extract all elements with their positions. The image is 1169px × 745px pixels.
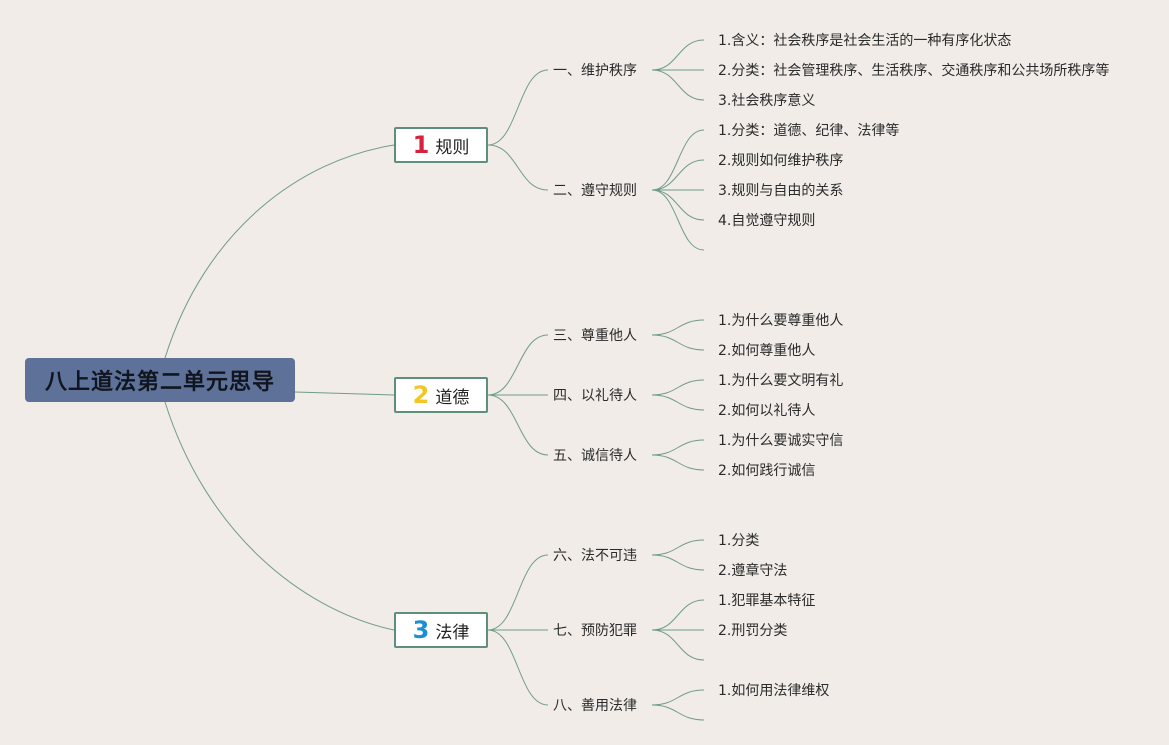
connector-root-rules [164, 144, 395, 359]
connector-leaf-6-2 [651, 629, 705, 661]
leaf-courtesy-why[interactable]: 1.为什么要文明有礼 [718, 373, 844, 389]
leaf-respect-why[interactable]: 1.为什么要尊重他人 [718, 313, 844, 329]
leaf-penalty-types[interactable]: 2.刑罚分类 [718, 623, 788, 639]
connector-law-inviolable [487, 554, 549, 631]
leaf-respect-how[interactable]: 2.如何尊重他人 [718, 343, 816, 359]
sub-topic-respect-others[interactable]: 三、尊重他人 [553, 328, 637, 344]
connector-leaf-1-3 [651, 189, 705, 221]
connector-leaf-3-1 [651, 394, 705, 411]
branch-rules[interactable]: 1 规则 [394, 127, 488, 163]
branch-law[interactable]: 3 法律 [394, 612, 488, 648]
connector-morality-respect [487, 334, 549, 396]
connector-leaf-2-1 [651, 334, 705, 351]
connector-rules-follow [487, 144, 549, 191]
connector-leaf-7-0 [651, 689, 705, 706]
connector-rules-order [487, 69, 549, 146]
sub-topic-maintain-order[interactable]: 一、维护秩序 [553, 63, 637, 79]
connector-leaf-6-0 [651, 599, 705, 631]
connector-leaf-5-1 [651, 554, 705, 571]
connector-leaf-4-1 [651, 454, 705, 471]
connector-leaf-7-1 [651, 704, 705, 721]
sub-topic-use-law[interactable]: 八、善用法律 [553, 698, 637, 714]
connector-leaf-1-0 [651, 129, 705, 191]
root-topic[interactable]: 八上道法第二单元思导 [25, 358, 295, 402]
connector-morality-integrity [487, 394, 549, 456]
connector-leaf-5-0 [651, 539, 705, 556]
connector-leaf-0-0 [651, 39, 705, 71]
root-title: 八上道法第二单元思导 [44, 370, 275, 395]
connector-leaf-1-1 [651, 159, 705, 191]
leaf-order-significance[interactable]: 3.社会秩序意义 [718, 93, 816, 109]
branch-label-morality: 道德 [435, 387, 470, 408]
sub-topic-follow-rules[interactable]: 二、遵守规则 [553, 183, 637, 199]
leaf-order-types[interactable]: 2.分类：社会管理秩序、生活秩序、交通秩序和公共场所秩序等 [718, 63, 1110, 79]
branch-morality[interactable]: 2 道德 [394, 377, 488, 413]
leaf-integrity-how[interactable]: 2.如何践行诚信 [718, 463, 816, 479]
connector-root-morality [294, 391, 395, 396]
sub-topic-crime-prevention[interactable]: 七、预防犯罪 [553, 623, 637, 639]
leaf-law-obey[interactable]: 2.遵章守法 [718, 563, 788, 579]
sub-topic-courtesy[interactable]: 四、以礼待人 [553, 388, 637, 404]
leaf-law-types[interactable]: 1.分类 [718, 533, 760, 549]
connector-law-use [487, 629, 549, 706]
connector-leaf-1-4 [651, 189, 705, 251]
connector-leaf-0-2 [651, 69, 705, 101]
number-3-icon: 3 [412, 616, 430, 644]
leaf-rules-types[interactable]: 1.分类：道德、纪律、法律等 [718, 123, 900, 139]
sub-topic-integrity[interactable]: 五、诚信待人 [553, 448, 637, 464]
leaf-law-rights[interactable]: 1.如何用法律维权 [718, 683, 830, 699]
branch-label-law: 法律 [435, 622, 470, 643]
leaf-rules-freedom[interactable]: 3.规则与自由的关系 [718, 183, 844, 199]
leaf-integrity-why[interactable]: 1.为什么要诚实守信 [718, 433, 844, 449]
connector-leaf-3-0 [651, 379, 705, 396]
connector-leaf-4-0 [651, 439, 705, 456]
sub-topic-law-inviolable[interactable]: 六、法不可违 [553, 548, 637, 564]
connector-leaf-2-0 [651, 319, 705, 336]
leaf-rules-maintain[interactable]: 2.规则如何维护秩序 [718, 153, 844, 169]
number-2-icon: 2 [412, 381, 430, 409]
leaf-crime-features[interactable]: 1.犯罪基本特征 [718, 593, 816, 609]
number-1-icon: 1 [412, 131, 430, 159]
leaf-courtesy-how[interactable]: 2.如何以礼待人 [718, 403, 816, 419]
connector-root-law [164, 401, 395, 631]
branch-label-rules: 规则 [435, 137, 470, 158]
leaf-rules-self[interactable]: 4.自觉遵守规则 [718, 213, 816, 229]
leaf-order-meaning[interactable]: 1.含义：社会秩序是社会生活的一种有序化状态 [718, 33, 1012, 49]
